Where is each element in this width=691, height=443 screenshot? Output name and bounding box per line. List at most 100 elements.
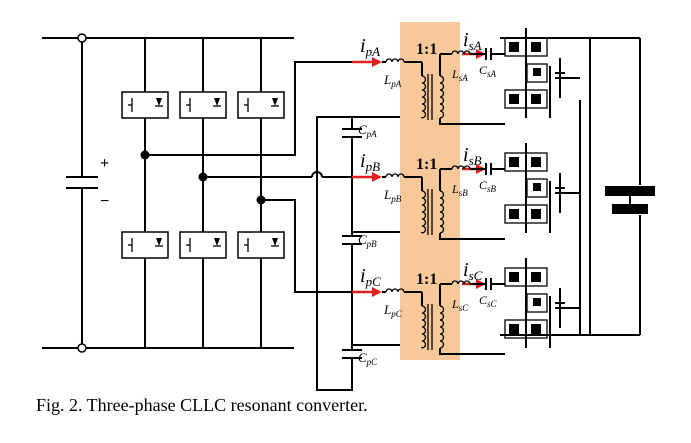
switch-glyph [509,272,519,282]
battery-plate-top [605,186,655,196]
wire-segment [439,233,505,240]
current-secondary-a-sub: sA [469,38,482,53]
dc-bus [42,33,294,353]
switch-glyph [531,42,541,52]
resonant-tanks [382,28,580,355]
switch-glyph [531,157,541,167]
phase-tank-c [382,258,580,355]
switch-glyph [533,183,541,191]
svg-text:CpA: CpA [358,122,377,139]
current-primary-c: i [360,265,366,287]
svg-text:CpB: CpB [358,232,377,249]
inductor-primary-b-sub: pB [390,194,402,204]
inductor-primary-coil [385,173,405,178]
capacitor-secondary-c: C [479,293,488,307]
inductor-primary-a-sub: pA [390,79,402,89]
current-secondary-b: i [463,144,469,166]
transformer-highlight [400,22,460,360]
switch-glyph [509,94,519,104]
dc-minus-label: − [100,193,109,210]
current-secondary-c-sub: sC [469,268,483,283]
current-primary-a: i [360,35,366,57]
capacitor-primary-b: C [358,232,367,247]
switch-glyph [533,68,541,76]
inductor-primary-c-sub: pC [390,309,403,319]
current-secondary-b-sub: sB [469,153,482,168]
switch-glyph [531,209,541,219]
secondary-side [500,37,655,336]
figure-caption: Fig. 2. Three-phase CLLC resonant conver… [36,395,368,415]
transformer-primary-winding [421,75,427,119]
current-primary-b-sub: pB [365,159,381,174]
dc-plus-label: + [100,155,109,172]
svg-text:LpA: LpA [383,72,402,89]
svg-text:CsA: CsA [479,63,497,79]
inductor-secondary-coil [451,280,471,285]
inductor-secondary-c: L [451,297,459,311]
switch-glyph [531,272,541,282]
transformer-secondary-winding [439,190,445,234]
inductor-secondary-a: L [451,67,459,81]
svg-text:isB: isB [463,144,482,168]
switch-lower [121,231,169,259]
switch-glyph [509,324,519,334]
switch-glyph [509,157,519,167]
svg-text:isC: isC [463,259,483,283]
capacitor-primary-b-sub: pB [366,239,378,249]
switch-glyph [531,324,541,334]
current-secondary-c: i [463,259,469,281]
inverter-legs [121,38,285,348]
dc-source: + − [66,155,109,210]
inductor-primary-coil [385,58,405,63]
svg-text:ipC: ipC [360,265,381,289]
inductor-primary-b: L [383,187,391,202]
capacitor-secondary-b-sub: sB [487,184,497,194]
inductor-secondary-b: L [451,182,459,196]
svg-text:ipB: ipB [360,150,380,174]
svg-text:LsB: LsB [451,182,468,198]
ratio-c: 1:1 [416,271,437,288]
current-primary-a-sub: pA [365,44,381,59]
capacitor-secondary-b: C [479,178,488,192]
svg-text:LpC: LpC [383,302,403,319]
inductor-secondary-b-sub: sB [459,188,469,198]
wire-segment [439,118,505,125]
svg-text:LpB: LpB [383,187,402,204]
svg-text:LsA: LsA [451,67,468,83]
svg-text:LsC: LsC [451,297,469,313]
capacitor-secondary-c-sub: sC [487,299,498,309]
wire-segment [439,348,505,355]
capacitor-secondary-a-sub: sA [487,69,497,79]
component-labels: ipA LpA 1:1 isA LsA CsA CpA ipB LpB 1:1 … [358,29,498,367]
inductor-primary-coil [385,288,405,293]
transformer-primary-winding [421,305,427,349]
inductor-primary-c: L [383,302,391,317]
phase-tank-b [382,143,580,240]
inductor-secondary-coil [451,165,471,170]
inductor-secondary-a-sub: sA [459,73,469,83]
capacitor-secondary-a: C [479,63,488,77]
phase-tank-a [382,28,580,125]
switch-glyph [531,94,541,104]
capacitor-primary-c-sub: pC [366,357,379,367]
current-primary-b: i [360,150,366,172]
inductor-primary-a: L [383,72,391,87]
switch-glyph [533,298,541,306]
svg-text:isA: isA [463,29,482,53]
transformer-primary-winding [421,190,427,234]
transformer-secondary-winding [439,305,445,349]
capacitor-primary-c: C [358,350,367,365]
current-primary-c-sub: pC [365,274,382,289]
switch-glyph [509,42,519,52]
capacitor-primary-a-sub: pA [366,129,378,139]
battery-plate-bottom [612,204,648,214]
phase-wiring [145,61,400,391]
inductor-secondary-coil [451,50,471,55]
ratio-b: 1:1 [416,156,437,173]
switch-glyph [509,209,519,219]
capacitor-primary-a: C [358,122,367,137]
current-secondary-a: i [463,29,469,51]
svg-text:CsC: CsC [479,293,498,309]
switch-upper [121,91,169,119]
